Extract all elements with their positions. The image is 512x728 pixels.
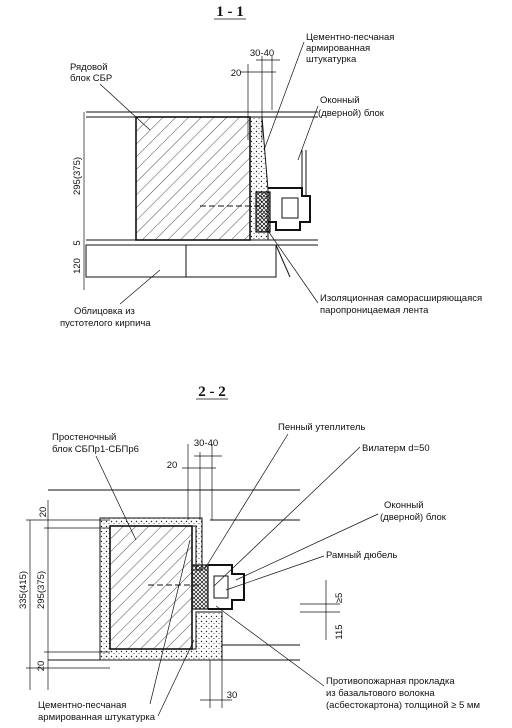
section-2-title: 2 - 2 bbox=[198, 384, 226, 400]
section-2-2: 2 - 2 30-40 20 20 335(415) 295 bbox=[18, 384, 480, 723]
dim2-295-375: 295(375) bbox=[36, 571, 47, 609]
leader2-window bbox=[235, 513, 379, 581]
label-tape-2: паропроницаемая лента bbox=[320, 305, 429, 316]
label-block-sbr-1: Рядовой bbox=[70, 62, 108, 73]
leader2-foam bbox=[203, 433, 289, 571]
leader-cladding bbox=[119, 269, 161, 305]
leader2-vilaterm bbox=[213, 446, 361, 587]
label2-fire-2: из базальтового волокна bbox=[326, 688, 435, 699]
leader-window bbox=[297, 105, 319, 161]
block-sbpr bbox=[109, 525, 193, 650]
dim-5: 5 bbox=[72, 240, 83, 245]
label2-plaster-2: армированная штукатурка bbox=[38, 712, 156, 723]
section-1-title: 1 - 1 bbox=[216, 4, 244, 20]
dim2-20-bottom: 20 bbox=[36, 661, 47, 672]
label2-plaster-1: Цементно-песчаная bbox=[38, 700, 126, 711]
window2-frame-inner bbox=[213, 575, 229, 599]
dim-30-40: 30-40 bbox=[250, 48, 274, 59]
section-1-1: 1 - 1 30-40 20 295(375) bbox=[60, 4, 482, 329]
leader2-plaster-b bbox=[157, 639, 195, 717]
dim2-20: 20 bbox=[167, 460, 178, 471]
dim2-20-top: 20 bbox=[38, 507, 49, 518]
dim-295-375: 295(375) bbox=[72, 157, 83, 195]
leader-tape bbox=[265, 227, 319, 304]
cladding-edge bbox=[275, 244, 291, 278]
block-sbr bbox=[135, 116, 251, 241]
label2-fire-1: Противопожарная прокладка bbox=[326, 676, 455, 687]
label2-vilaterm: Вилатерм d=50 bbox=[362, 443, 430, 454]
leader-plaster bbox=[263, 41, 305, 151]
label-tape-1: Изоляционная саморасширяющаяся bbox=[320, 293, 482, 304]
cladding-brick-2 bbox=[185, 244, 277, 278]
leader2-plaster-a bbox=[149, 539, 191, 705]
label2-window-1: Оконный bbox=[384, 500, 424, 511]
leader2-block bbox=[95, 455, 137, 541]
label2-block-1: Простеночный bbox=[52, 432, 116, 443]
label-cladding-1: Облицовка из bbox=[74, 306, 135, 317]
dim2-ge5: ≥5 bbox=[334, 593, 345, 604]
label-plaster-2: армированная bbox=[306, 43, 370, 54]
leader-block bbox=[99, 83, 151, 131]
label2-block-2: блок СБПр1-СБПр6 bbox=[52, 444, 139, 455]
label-window-2: (дверной) блок bbox=[318, 108, 385, 119]
dim2-115: 115 bbox=[334, 624, 345, 639]
label2-fire-3: (асбестокартона) толщиной ≥ 5 мм bbox=[326, 700, 480, 711]
label-plaster-1: Цементно-песчаная bbox=[306, 32, 394, 43]
dim-20: 20 bbox=[231, 68, 242, 79]
window2-frame bbox=[208, 564, 245, 610]
dim-120: 120 bbox=[72, 258, 83, 274]
leader2-dowel bbox=[225, 555, 325, 591]
foam-insulation bbox=[191, 564, 209, 610]
dim2-30-40: 30-40 bbox=[194, 438, 218, 449]
insulation-tape bbox=[255, 191, 271, 233]
label-plaster-3: штукатурка bbox=[306, 54, 357, 65]
label-window-1: Оконный bbox=[320, 95, 360, 106]
dim2-335-415: 335(415) bbox=[18, 571, 29, 609]
window-frame-inner bbox=[281, 197, 299, 219]
label2-window-2: (дверной) блок bbox=[380, 512, 447, 523]
label-cladding-2: пустотелого кирпича bbox=[60, 318, 151, 329]
label2-dowel: Рамный дюбель bbox=[326, 550, 397, 561]
label2-foam: Пенный утеплитель bbox=[278, 422, 365, 433]
leader2-fire bbox=[215, 605, 325, 687]
label-block-sbr-2: блок СБР bbox=[70, 73, 112, 84]
cladding-brick-1 bbox=[85, 244, 187, 278]
window-frame bbox=[268, 187, 311, 231]
dim2-30: 30 bbox=[227, 690, 238, 701]
